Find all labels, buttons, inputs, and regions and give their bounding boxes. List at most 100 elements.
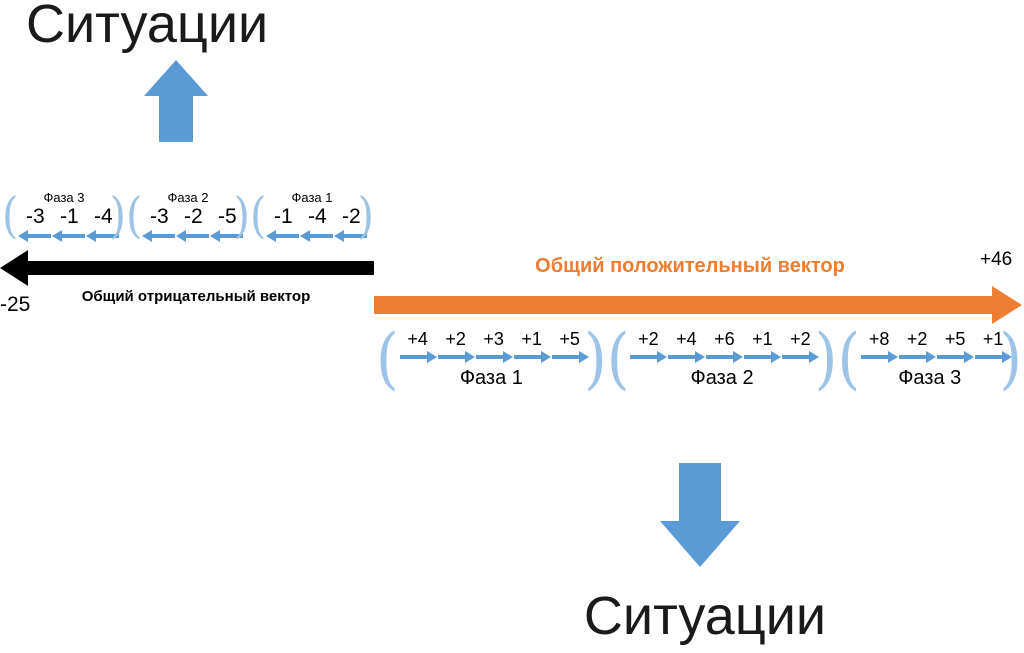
arrow-body <box>374 296 992 314</box>
positive-phase-group-1: ( +4 +2 +3 +1 +5 Фаза 1 ) <box>376 319 607 398</box>
vector-step: +3 <box>475 328 513 363</box>
vector-step: -3 <box>18 205 52 242</box>
open-bracket-icon: ( <box>2 187 19 244</box>
close-bracket-icon: ) <box>814 319 838 398</box>
vector-step: +2 <box>629 328 668 363</box>
step-value: +1 <box>982 329 1004 349</box>
right-arrow-icon <box>974 351 1013 363</box>
right-arrow-icon <box>399 351 437 363</box>
up-arrow-icon <box>144 60 208 142</box>
close-bracket-icon: ) <box>233 187 250 244</box>
title-situations-bottom: Ситуации <box>583 586 827 646</box>
positive-phases-row: ( +4 +2 +3 +1 +5 Фаза 1 ) ( +2 +4 +6 <box>376 319 1023 398</box>
step-value: +8 <box>868 329 890 349</box>
vector-step: +4 <box>667 328 706 363</box>
right-arrow-icon <box>936 351 975 363</box>
open-bracket-icon: ( <box>126 187 143 244</box>
right-arrow-icon <box>781 351 820 363</box>
vector-step: +5 <box>551 328 589 363</box>
phase-label: Фаза 3 <box>898 367 962 389</box>
left-arrow-icon <box>86 230 120 242</box>
close-bracket-icon: ) <box>109 187 126 244</box>
right-arrow-icon <box>551 351 589 363</box>
positive-phase-group-2: ( +2 +4 +6 +1 +2 Фаза 2 ) <box>606 319 838 398</box>
right-arrow-icon <box>629 351 668 363</box>
open-bracket-icon: ( <box>250 187 267 244</box>
step-value: +1 <box>521 329 542 349</box>
left-arrow-icon <box>266 230 300 242</box>
step-value: +4 <box>407 329 428 349</box>
vector-step: +2 <box>781 328 820 363</box>
total-negative-arrow-icon <box>0 250 374 286</box>
step-value: -1 <box>60 205 79 228</box>
positive-phase-group-3: ( +8 +2 +5 +1 Фаза 3 ) <box>837 319 1023 398</box>
vector-step: +8 <box>860 328 899 363</box>
step-value: +5 <box>559 329 580 349</box>
step-value: +2 <box>790 329 811 349</box>
close-bracket-icon: ) <box>999 319 1023 398</box>
open-bracket-icon: ( <box>376 319 399 398</box>
phase-label: Фаза 1 <box>459 367 523 389</box>
up-arrow-stem <box>159 96 193 142</box>
step-value: -2 <box>184 205 203 228</box>
left-arrow-icon <box>176 230 210 242</box>
step-value: +4 <box>676 329 697 349</box>
left-arrow-icon <box>142 230 176 242</box>
negative-total-label: Общий отрицательный вектор <box>81 288 311 305</box>
step-value: +6 <box>714 329 735 349</box>
right-arrow-icon <box>743 351 782 363</box>
negative-phase-group-1: ( Фаза 1 -1 -4 -2 ) <box>250 190 374 242</box>
vector-step: -5 <box>210 205 244 242</box>
step-value: -5 <box>218 205 237 228</box>
right-arrow-icon <box>667 351 706 363</box>
positive-total-label: Общий положительный вектор <box>535 255 845 277</box>
step-value: -3 <box>150 205 169 228</box>
step-value: -3 <box>26 205 45 228</box>
left-arrow-icon <box>210 230 244 242</box>
vector-step: +2 <box>898 328 937 363</box>
phase-label: Фаза 3 <box>43 190 85 205</box>
vector-step: +6 <box>705 328 744 363</box>
open-bracket-icon: ( <box>606 319 630 398</box>
right-arrow-icon <box>860 351 899 363</box>
negative-phases-row: ( Фаза 3 -3 -1 -4 ) ( Фаза 2 -3 -2 -5 <box>2 190 374 242</box>
arrow-head <box>992 286 1022 324</box>
vector-step: +5 <box>936 328 975 363</box>
right-arrow-icon <box>437 351 475 363</box>
left-arrow-icon <box>334 230 368 242</box>
vector-step: +1 <box>974 328 1013 363</box>
step-value: -4 <box>94 205 113 228</box>
right-arrow-icon <box>898 351 937 363</box>
vector-step: +1 <box>743 328 782 363</box>
title-situations-top: Ситуации <box>26 0 269 54</box>
phase-label: Фаза 2 <box>167 190 209 205</box>
negative-total-value: -25 <box>0 293 31 316</box>
vector-step: -1 <box>266 205 300 242</box>
positive-total-value: +46 <box>980 249 1013 270</box>
negative-phase-group-2: ( Фаза 2 -3 -2 -5 ) <box>126 190 250 242</box>
step-value: +3 <box>483 329 504 349</box>
vector-step: +1 <box>513 328 551 363</box>
down-arrow-stem <box>679 463 721 521</box>
right-arrow-icon <box>513 351 551 363</box>
arrow-head <box>0 250 28 286</box>
down-arrow-icon <box>660 463 740 567</box>
vector-step: -4 <box>86 205 120 242</box>
right-arrow-icon <box>705 351 744 363</box>
vector-step: +2 <box>437 328 475 363</box>
step-value: -4 <box>308 205 327 228</box>
step-value: -1 <box>274 205 293 228</box>
left-arrow-icon <box>18 230 52 242</box>
step-value: +1 <box>752 329 773 349</box>
vector-step: -4 <box>300 205 334 242</box>
left-arrow-icon <box>52 230 86 242</box>
right-arrow-icon <box>475 351 513 363</box>
phase-label: Фаза 1 <box>291 190 333 205</box>
vector-step: -2 <box>176 205 210 242</box>
total-positive-arrow-icon <box>374 286 1022 324</box>
open-bracket-icon: ( <box>837 319 861 398</box>
vector-step: +4 <box>399 328 437 363</box>
step-value: +2 <box>638 329 659 349</box>
close-bracket-icon: ) <box>357 187 374 244</box>
